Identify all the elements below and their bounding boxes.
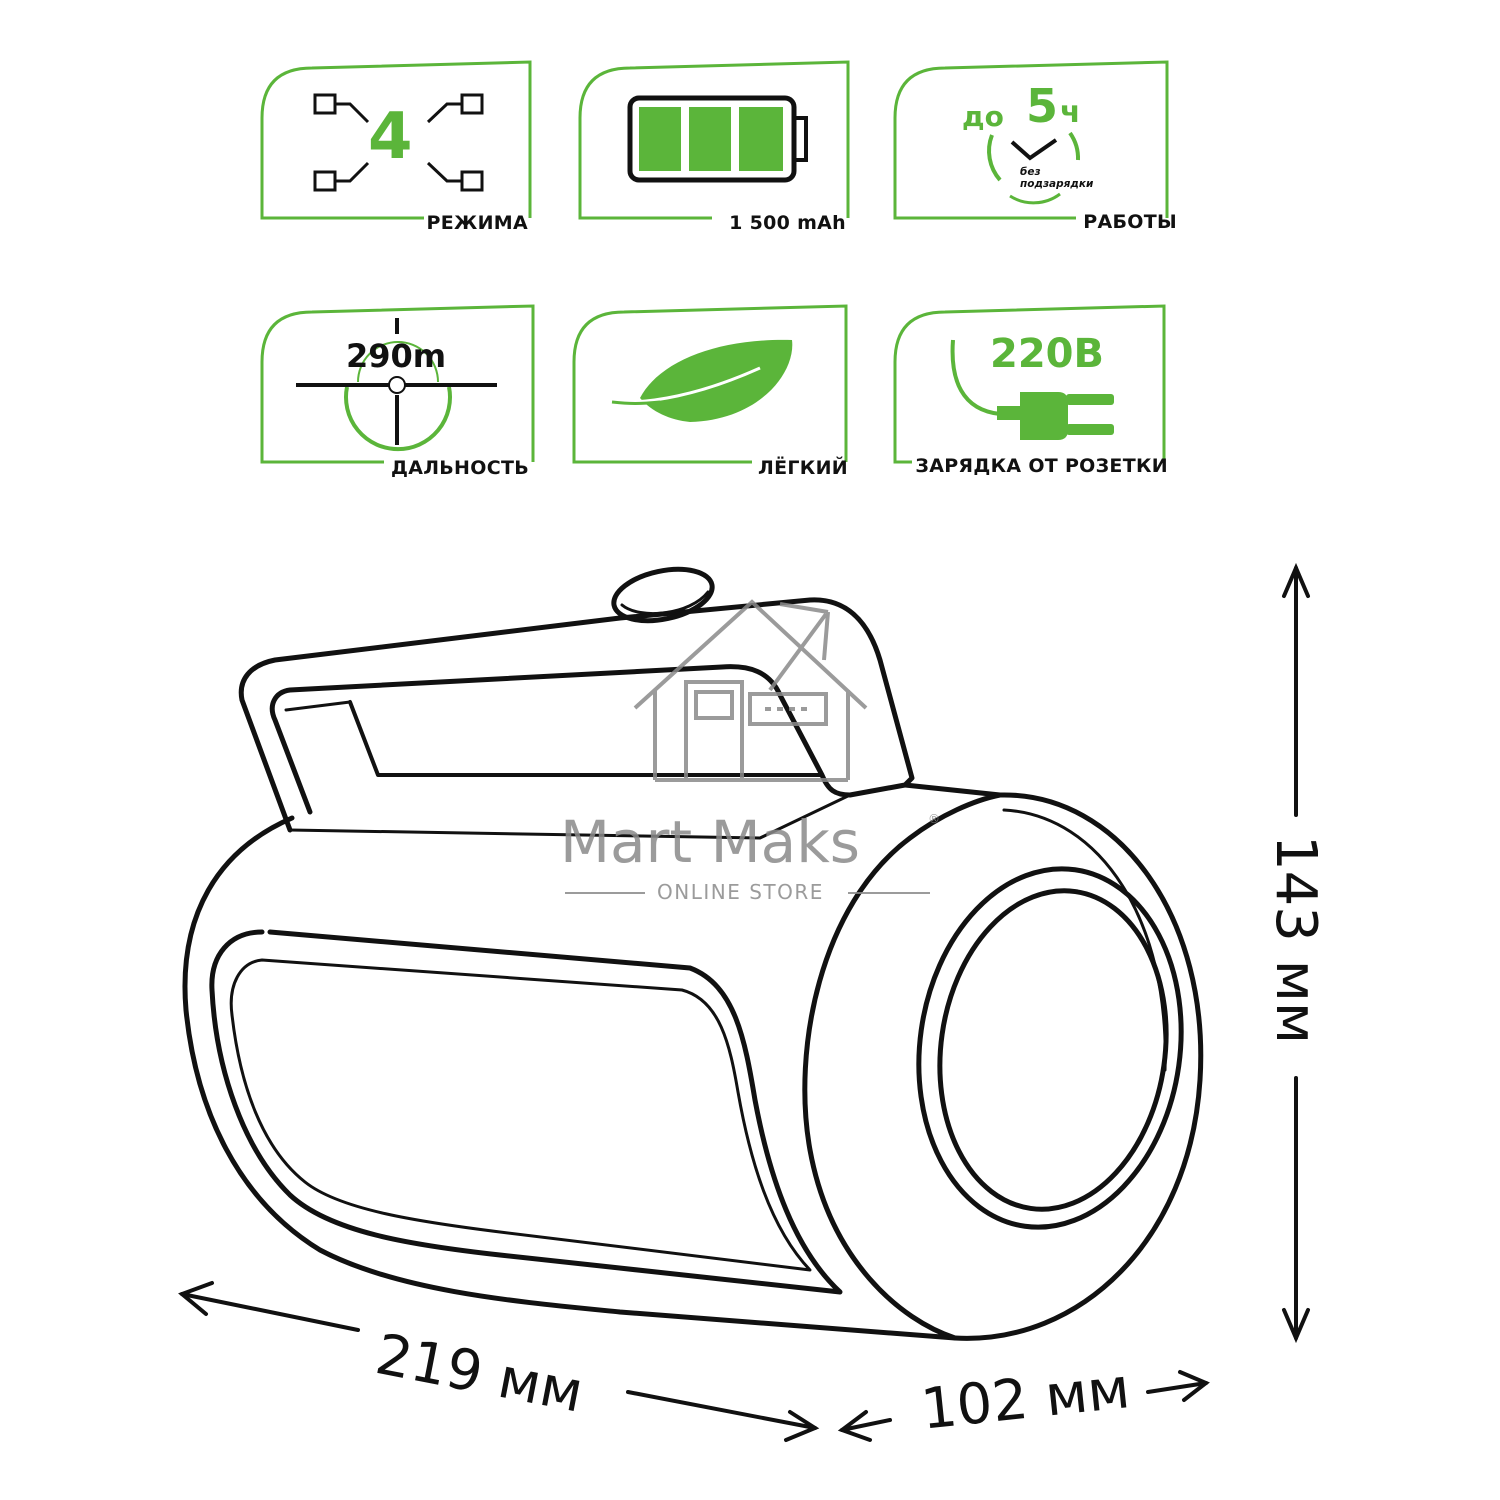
feather-icon bbox=[611, 339, 793, 422]
modes-label: РЕЖИМА bbox=[426, 212, 528, 234]
feature-card-frames bbox=[260, 60, 1169, 464]
flashlight-handle bbox=[238, 597, 915, 833]
charging-voltage: 220В bbox=[990, 331, 1104, 377]
range-label: ДАЛЬНОСТЬ bbox=[390, 457, 529, 479]
watermark-logo bbox=[565, 599, 930, 894]
plug-icon bbox=[950, 339, 1114, 440]
flashlight-side-panel bbox=[209, 929, 843, 1295]
flashlight-front-ring bbox=[952, 792, 1204, 1341]
flashlight-body bbox=[182, 782, 1003, 1341]
card-frame-runtime bbox=[893, 60, 1169, 220]
weight-label: ЛЁГКИЙ bbox=[758, 457, 848, 479]
card-frame-modes bbox=[260, 60, 532, 220]
battery-icon bbox=[627, 95, 808, 183]
runtime-prefix: до bbox=[962, 100, 1004, 133]
width-arrow-right bbox=[1146, 1381, 1208, 1394]
runtime-label: РАБОТЫ bbox=[1083, 211, 1177, 233]
charging-label: ЗАРЯДКА ОТ РОЗЕТКИ bbox=[915, 455, 1168, 477]
flashlight-lens-outer bbox=[916, 866, 1184, 1230]
card-frame-charging bbox=[893, 304, 1166, 464]
card-frame-battery bbox=[578, 60, 850, 220]
runtime-number: 5 bbox=[1026, 79, 1059, 133]
watermark-mark: ® bbox=[928, 812, 942, 826]
crosshair-icon bbox=[296, 318, 497, 452]
card-frame-weight bbox=[572, 304, 848, 464]
clock-icon bbox=[987, 131, 1081, 205]
runtime-unit: ч bbox=[1060, 95, 1081, 130]
card-frame-range bbox=[260, 304, 535, 464]
flashlight-drawing bbox=[182, 566, 1204, 1341]
modes-number: 4 bbox=[368, 100, 413, 174]
length-arrow-left bbox=[180, 1292, 360, 1332]
runtime-note-line2: подзарядки bbox=[1020, 178, 1094, 190]
flashlight-button bbox=[611, 566, 715, 624]
watermark-subtitle: ONLINE STORE bbox=[657, 880, 824, 904]
width-arrow-left bbox=[840, 1418, 892, 1432]
flashlight-lens-inner bbox=[937, 888, 1169, 1212]
runtime-note-line1: без bbox=[1020, 166, 1041, 178]
dimension-arrows bbox=[178, 562, 1310, 1442]
length-arrow-right bbox=[626, 1390, 817, 1430]
range-value: 290m bbox=[346, 337, 447, 375]
height-dimension-label: 143 мм bbox=[1263, 835, 1328, 1045]
battery-label: 1 500 mAh bbox=[729, 212, 846, 234]
watermark-title: Mart Maks bbox=[560, 808, 860, 876]
modes-icon bbox=[313, 93, 484, 192]
